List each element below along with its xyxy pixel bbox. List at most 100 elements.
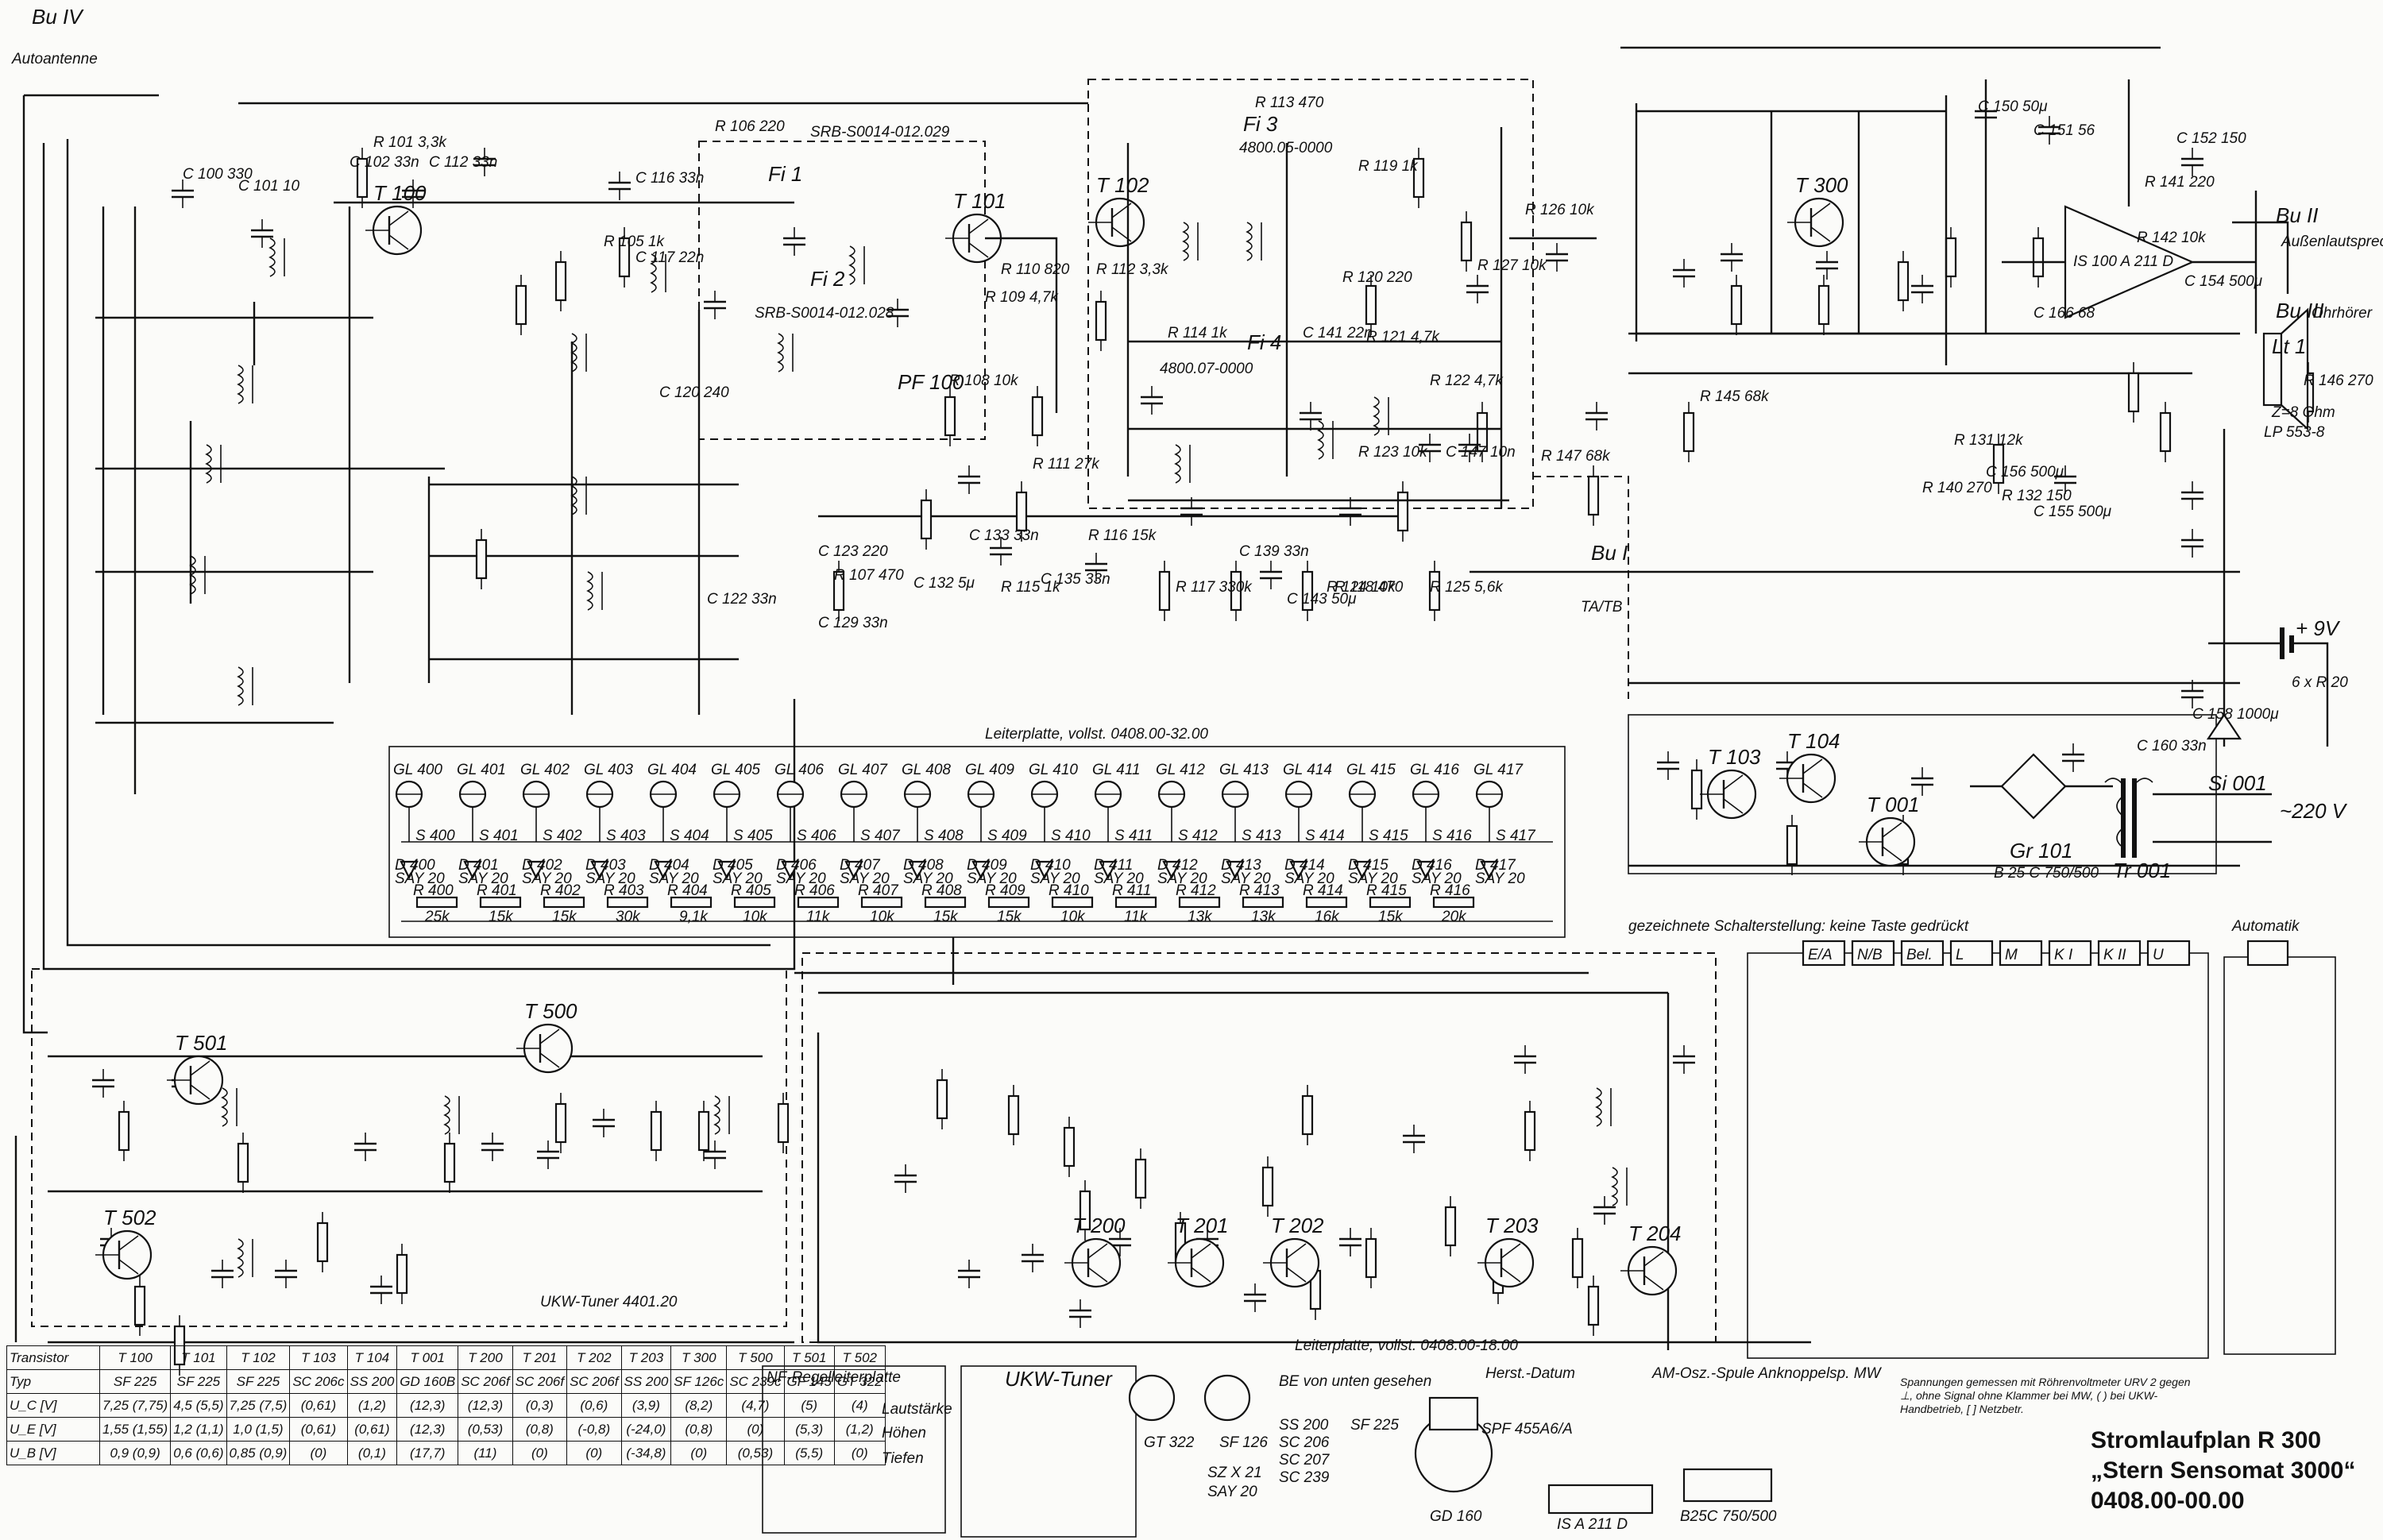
coil-icon <box>268 237 276 277</box>
resistor-label: R 124 10k <box>1327 579 1396 596</box>
resistor-icon <box>237 1142 249 1183</box>
table-cell: T 001 <box>396 1345 459 1370</box>
switch-label: S 411 <box>1114 828 1153 844</box>
legend-part-11: SPF 455A6/A <box>1481 1421 1573 1438</box>
key-button <box>1802 940 1846 967</box>
diode-label: D 405 <box>713 857 753 874</box>
lamp-label: GL 412 <box>1156 762 1205 778</box>
transistor-label: T 101 <box>953 189 1006 213</box>
resistor-icon <box>1571 1237 1584 1279</box>
capacitor-label: C 117 22n <box>635 249 704 266</box>
resistor-label: R 126 10k <box>1525 202 1595 218</box>
resistor-icon <box>1015 491 1028 532</box>
legend-part-12: IS A 211 D <box>1557 1516 1628 1533</box>
table-cell: (5,3) <box>783 1417 835 1442</box>
switch-label: S 404 <box>670 828 709 844</box>
diode-icon <box>400 860 419 880</box>
legend-part-3: SZ X 21 <box>1207 1465 1262 1481</box>
table-cell: T 201 <box>512 1345 568 1370</box>
resistor-label: R 106 220 <box>715 118 785 135</box>
resistor-label: R 110 820 <box>1001 261 1070 278</box>
table-cell: T 300 <box>670 1345 728 1370</box>
table-cell: T 502 <box>833 1345 886 1370</box>
table-cell: 1,55 (1,55) <box>98 1417 172 1442</box>
resistor-label: R 415 <box>1366 882 1407 899</box>
table-cell: (-34,8) <box>620 1441 672 1465</box>
coil-icon <box>1317 420 1324 460</box>
coil-icon <box>221 1087 228 1127</box>
resistor-label: R 405 <box>731 882 771 899</box>
lamp-label: GL 408 <box>902 762 951 778</box>
transistor-emitter <box>118 1259 139 1275</box>
resistor-icon <box>944 396 956 437</box>
resistor-value: 15k <box>552 909 577 925</box>
lamp-label: GL 410 <box>1029 762 1078 778</box>
key-button <box>1999 940 2043 967</box>
switch-label: S 412 <box>1178 828 1218 844</box>
capacitor-label: C 143 50μ <box>1287 591 1357 608</box>
table-cell: T 100 <box>98 1345 172 1370</box>
capacitor-label: C 160 33n <box>2137 738 2207 755</box>
diode-label: D 403 <box>585 857 626 874</box>
key-button-label: U <box>2153 947 2164 963</box>
resistor-icon <box>554 1102 567 1144</box>
resistor-label: R 107 470 <box>834 567 904 584</box>
table-cell: (0,1) <box>346 1441 398 1465</box>
resistor-label: R 140 270 <box>1922 480 1992 496</box>
table-cell: 7,25 (7,75) <box>98 1393 172 1418</box>
capacitor-label: C 152 150 <box>2176 130 2246 147</box>
resistor-icon <box>1396 491 1409 532</box>
table-cell: SC 206f <box>512 1369 568 1394</box>
transistor-label: T 100 <box>373 181 427 205</box>
diode-type-label: SAY 20 <box>713 870 763 887</box>
legend-part-2: SF 126 <box>1219 1434 1268 1451</box>
switch-label: S 402 <box>543 828 582 844</box>
diode-icon <box>590 860 609 880</box>
if-shield <box>698 79 1629 699</box>
table-cell: (12,3) <box>396 1393 459 1418</box>
table-cell: T 104 <box>346 1345 398 1370</box>
resistor-label: R 146 270 <box>2304 372 2373 389</box>
diode-label: D 409 <box>967 857 1007 874</box>
table-cell: SF 225 <box>98 1369 172 1394</box>
resistor-value: 9,1k <box>679 909 709 925</box>
am-front-end <box>95 206 739 794</box>
transistor-emitter <box>1500 1267 1521 1283</box>
resistor-icon <box>2032 237 2045 278</box>
diode-type-label: SAY 20 <box>776 870 826 887</box>
transistor-label: T 001 <box>1867 793 1920 816</box>
resistor-label: R 108 10k <box>949 372 1019 389</box>
fi3-part: 4800.05-0000 <box>1239 140 1333 156</box>
diode-icon <box>1480 860 1499 880</box>
pf-label: PF 100 <box>898 370 964 394</box>
manufacture-date-label: Herst.-Datum <box>1485 1365 1575 1382</box>
resistor-icon <box>1786 824 1798 866</box>
table-cell: T 500 <box>726 1345 785 1370</box>
table-cell: T 200 <box>458 1345 513 1370</box>
automatic-key-button <box>2246 940 2289 967</box>
resistor-icon <box>606 896 649 909</box>
resistor-icon <box>1682 411 1695 453</box>
row-header-ub: U_B [V] <box>6 1441 100 1465</box>
key-button-label: K I <box>2054 947 2073 963</box>
resistor-icon <box>733 896 776 909</box>
resistor-label: R 147 68k <box>1541 448 1611 465</box>
table-cell: (0,53) <box>726 1441 785 1465</box>
diode-label: D 402 <box>522 857 562 874</box>
capacitor-label: C 158 1000μ <box>2192 706 2279 723</box>
transistor-emitter <box>388 234 409 250</box>
transistor-label: T 204 <box>1628 1222 1682 1245</box>
transistor-collector <box>539 1029 560 1044</box>
diode-icon <box>971 860 991 880</box>
diode-type-label: SAY 20 <box>585 870 635 887</box>
table-cell: T 102 <box>226 1345 291 1370</box>
table-cell: SC 206f <box>566 1369 622 1394</box>
resistor-icon <box>1690 769 1703 810</box>
capacitor-label: C 120 240 <box>659 384 729 401</box>
table-cell: (1,2) <box>346 1393 398 1418</box>
diode-type-label: SAY 20 <box>1348 870 1398 887</box>
table-cell: (0,8) <box>512 1417 568 1442</box>
resistor-icon <box>1134 1158 1147 1199</box>
